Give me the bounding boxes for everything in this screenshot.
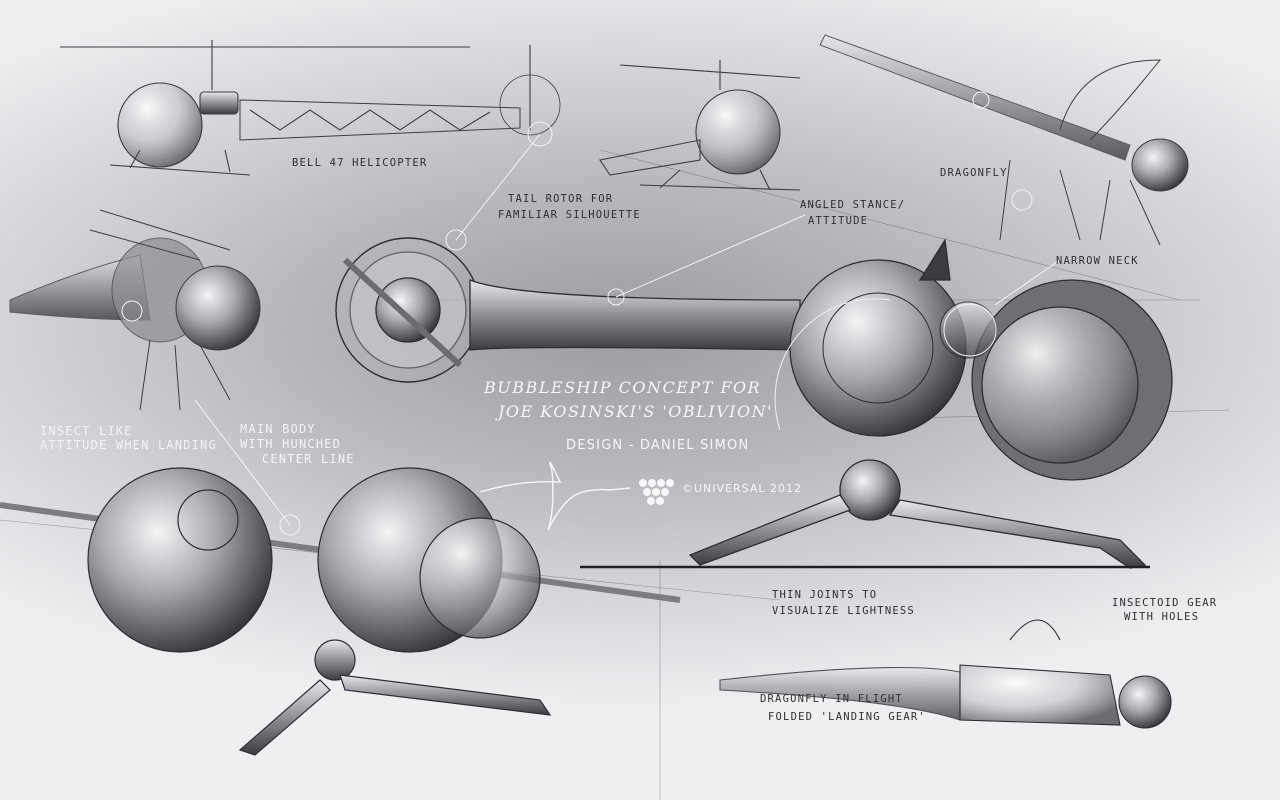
designer-signature <box>479 461 631 531</box>
label-dragonfly: DRAGONFLY <box>940 167 1008 179</box>
label-narrow-neck: NARROW NECK <box>1056 255 1139 267</box>
label-thin-joints-2: VISUALIZE LIGHTNESS <box>772 605 915 617</box>
label-insect-like-1: INSECT LIKE <box>40 424 133 438</box>
designer-credit: DESIGN - DANIEL SIMON <box>566 438 750 453</box>
label-angled-1: ANGLED STANCE/ <box>800 199 906 211</box>
label-tail-rotor-1: TAIL ROTOR FOR <box>508 193 614 205</box>
label-dragonfly-flight-1: DRAGONFLY IN FLIGHT <box>760 693 903 705</box>
copyright-notice: ©UNIVERSAL 2012 <box>682 482 802 495</box>
title-line-1: BUBBLESHIP CONCEPT FOR <box>484 378 762 397</box>
dragonfly-sketch-left <box>9 209 261 411</box>
bubbleship-side-view <box>335 237 1173 569</box>
label-main-body-2: WITH HUNCHED <box>240 437 342 451</box>
label-insectoid-gear-1: INSECTOID GEAR <box>1112 597 1218 609</box>
label-angled-2: ATTITUDE <box>808 215 869 227</box>
label-insectoid-gear-2: WITH HOLES <box>1124 611 1200 623</box>
helicopter-three-quarter-sketch <box>599 60 801 191</box>
label-dragonfly-flight-2: FOLDED 'LANDING GEAR' <box>768 711 926 723</box>
label-insect-like-2: ATTITUDE WHEN LANDING <box>40 438 217 452</box>
label-bell-47: BELL 47 HELICOPTER <box>292 157 428 169</box>
label-main-body-3: CENTER LINE <box>262 452 355 466</box>
label-tail-rotor-2: FAMILIAR SILHOUETTE <box>498 209 641 221</box>
callout-markers <box>121 91 1061 536</box>
dragonfly-sketch-top <box>819 34 1189 246</box>
bubbleship-perspective-view <box>0 467 681 756</box>
label-main-body-1: MAIN BODY <box>240 422 316 436</box>
bell-47-helicopter-sketch <box>60 40 561 176</box>
title-line-2: JOE KOSINSKI'S 'OBLIVION' <box>498 402 774 421</box>
dragonfly-in-flight-sketch <box>719 619 1172 729</box>
label-thin-joints-1: THIN JOINTS TO <box>772 589 878 601</box>
universal-logo <box>639 479 674 505</box>
